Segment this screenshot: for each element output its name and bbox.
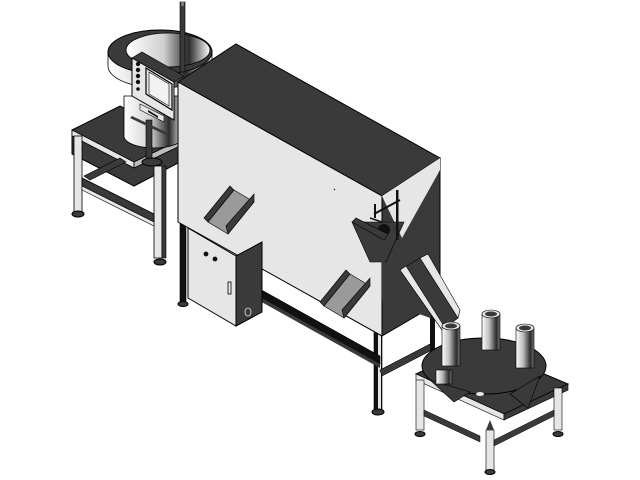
- frame-leg: [179, 221, 187, 303]
- feeder-leg: [161, 165, 167, 259]
- panel-button[interactable]: [135, 79, 141, 85]
- rotary-collector: [414, 309, 570, 475]
- panel-button[interactable]: [135, 61, 141, 67]
- indicator-light: [212, 256, 218, 262]
- collector-leg: [485, 429, 495, 471]
- collector-leg: [553, 387, 563, 431]
- collector-tube: [441, 321, 461, 367]
- electrical-box-side: [235, 241, 263, 327]
- indicator-light: [203, 251, 209, 257]
- door-handle[interactable]: [227, 281, 232, 295]
- chute-left: [203, 185, 255, 235]
- panel-button[interactable]: [135, 73, 141, 79]
- frame-leg: [430, 300, 435, 352]
- electrical-box: [187, 227, 263, 327]
- hopper-funnel: [351, 221, 405, 263]
- collector-tube: [515, 323, 535, 369]
- sensor-bracket: [351, 190, 401, 241]
- control-panel[interactable]: [130, 51, 185, 136]
- panel-button[interactable]: [135, 67, 141, 73]
- feeder-rod: [179, 1, 186, 73]
- collector-tube: [481, 309, 501, 351]
- leveling-foot: [153, 258, 167, 266]
- outlet-ramp: [399, 253, 461, 331]
- leveling-foot: [71, 210, 85, 218]
- collector-tube: [435, 369, 453, 385]
- feeder-leg: [153, 165, 163, 259]
- main-frame: [177, 221, 435, 416]
- chute-right: [319, 269, 371, 319]
- panel-button[interactable]: [136, 87, 140, 91]
- feeder-leg: [73, 135, 83, 213]
- collector-leg: [415, 379, 425, 431]
